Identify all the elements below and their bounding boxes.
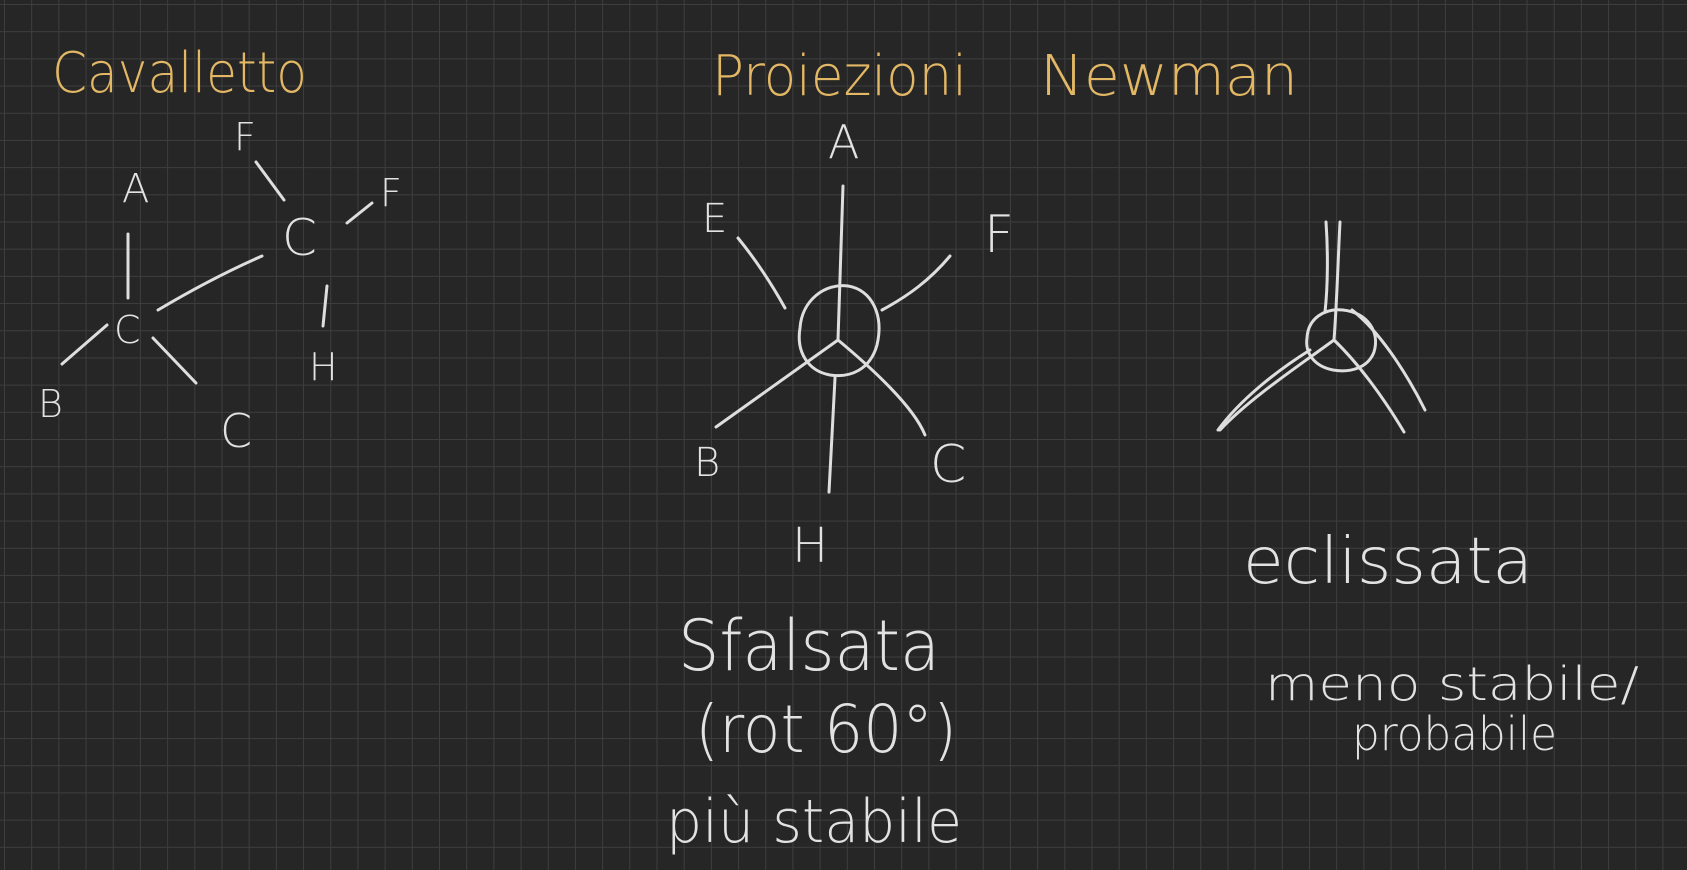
eclipsed-back-bond-right <box>1350 308 1427 412</box>
back-carbon-label: C <box>282 209 317 267</box>
staggered-stability-note: più stabile <box>666 787 962 857</box>
sawhorse-title: Cavalletto <box>52 41 307 106</box>
back-right-label: F <box>380 171 402 215</box>
newman-title-part2: Newman <box>1040 44 1298 109</box>
staggered-label-lower-right: C <box>930 435 966 495</box>
staggered-label-bottom: H <box>792 518 828 574</box>
bond-front-left <box>60 323 109 366</box>
eclipsed-newman-diagram: eclissata meno stabile/ probabile <box>1216 220 1639 761</box>
staggered-label-upper-right: F <box>984 205 1014 265</box>
eclipsed-caption: eclissata <box>1243 525 1533 599</box>
front-bond-lower-left <box>714 338 840 429</box>
front-carbon-label: C <box>114 308 141 352</box>
eclipsed-back-bond-left <box>1216 348 1312 432</box>
front-left-label: B <box>38 382 63 426</box>
newman-circle-staggered <box>797 284 881 378</box>
front-top-label: A <box>122 166 149 212</box>
sawhorse-diagram: Cavalletto C C A B C F F H <box>38 41 402 458</box>
bond-back-topleft <box>254 160 286 202</box>
back-bottom-label: H <box>309 345 338 389</box>
staggered-label-top: A <box>828 115 859 169</box>
staggered-newman-diagram: A E F B C H Sfalsata (rot 60°) più stabi… <box>666 115 1014 857</box>
eclipsed-stability-note-line2: probabile <box>1352 707 1557 761</box>
eclipsed-front-bond-top <box>1332 220 1342 342</box>
staggered-caption: Sfalsata <box>678 605 940 687</box>
eclipsed-stability-note-line1: meno stabile/ <box>1265 657 1639 711</box>
eclipsed-back-bond-top <box>1323 220 1329 314</box>
staggered-label-lower-left: B <box>694 440 720 486</box>
newman-circle-eclipsed <box>1305 308 1377 373</box>
front-bond-lower-right <box>836 338 927 437</box>
back-bond-upper-left <box>736 236 787 310</box>
eclipsed-front-bond-right <box>1332 338 1406 434</box>
staggered-rotation: (rot 60°) <box>695 691 957 768</box>
newman-title: Proiezioni Newman <box>712 44 1298 109</box>
bond-central <box>156 254 264 312</box>
back-bond-upper-right <box>880 254 952 312</box>
front-right-label: C <box>220 404 252 458</box>
eclipsed-front-bond-left <box>1218 338 1336 432</box>
bond-front-right <box>151 336 198 385</box>
bond-back-bottom <box>321 284 329 328</box>
back-bond-bottom <box>827 376 837 494</box>
back-topleft-label: F <box>234 115 256 159</box>
newman-title-part1: Proiezioni <box>712 44 967 109</box>
front-bond-top <box>836 184 845 342</box>
staggered-label-upper-left: E <box>702 196 727 242</box>
bond-back-right <box>345 201 374 225</box>
